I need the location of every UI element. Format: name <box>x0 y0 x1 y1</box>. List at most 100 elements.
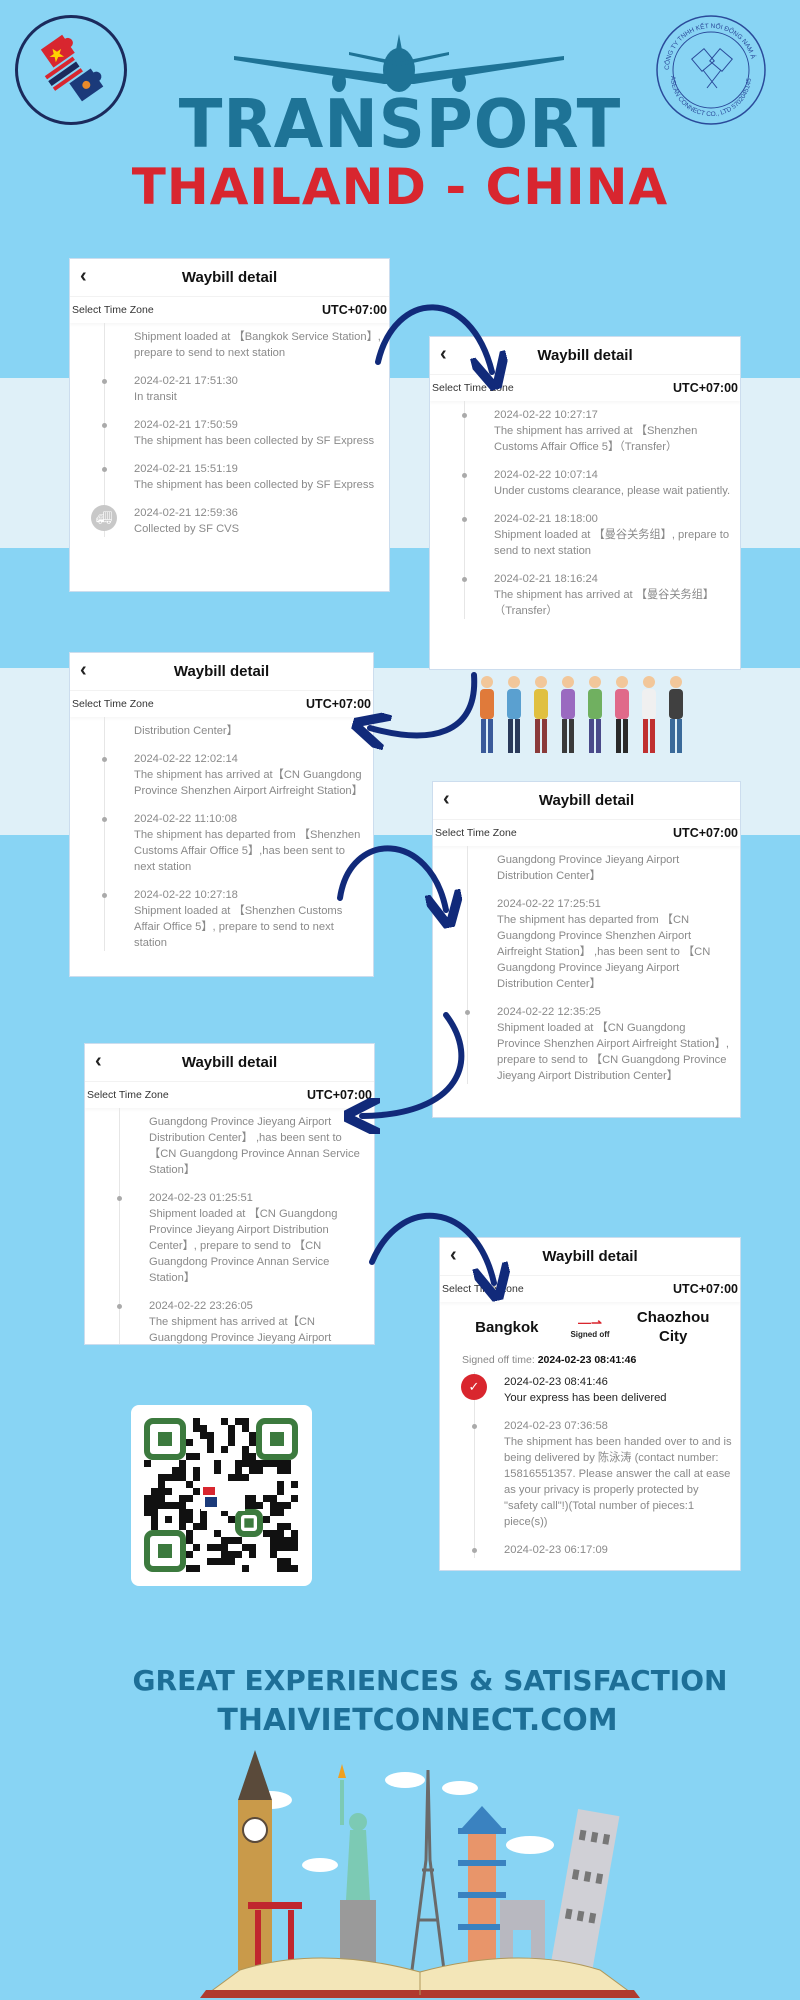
entry-text: Shipment loaded at 【CN Guangdong Provinc… <box>497 1022 729 1082</box>
qr-module <box>249 1467 256 1474</box>
qr-module <box>277 1530 284 1537</box>
tracking-timeline: ✓ 2024-02-23 08:41:46 Your express has b… <box>440 1372 740 1558</box>
qr-module <box>214 1530 221 1537</box>
back-chevron-icon[interactable]: ‹ <box>440 343 447 365</box>
back-chevron-icon[interactable]: ‹ <box>80 265 87 287</box>
qr-module <box>151 1502 158 1509</box>
timezone-selector[interactable]: Select Time Zone UTC+07:00 <box>70 691 373 717</box>
qr-module <box>186 1453 193 1460</box>
arrow-1 <box>375 304 492 372</box>
qr-module <box>172 1467 179 1474</box>
qr-module <box>158 1474 165 1481</box>
qr-module <box>277 1488 284 1495</box>
qr-module <box>249 1544 256 1551</box>
qr-module <box>186 1551 193 1558</box>
timeline-entry: 2024-02-21 17:50:59 The shipment has bee… <box>102 417 381 449</box>
entry-text: Under customs clearance, please wait pat… <box>494 485 731 497</box>
qr-module <box>214 1544 221 1551</box>
qr-module <box>207 1439 214 1446</box>
route-summary: Bangkok —⇀ Signed off Chaozhou City <box>440 1302 740 1348</box>
qr-module <box>165 1474 172 1481</box>
card-header: ‹ Waybill detail <box>70 259 389 297</box>
traveler-figure <box>615 676 629 753</box>
website-link[interactable]: THAIVIETCONNECT.COM <box>217 1703 618 1738</box>
pagoda <box>458 1806 506 1970</box>
open-book <box>200 1957 640 1998</box>
timeline-entry: 2024-02-22 12:35:25 Shipment loaded at 【… <box>465 1004 732 1084</box>
card-header: ‹ Waybill detail <box>430 337 740 375</box>
qr-module <box>151 1495 158 1502</box>
back-chevron-icon[interactable]: ‹ <box>80 659 87 681</box>
qr-module <box>186 1565 193 1572</box>
timeline-entry: Distribution Center】 <box>134 723 365 739</box>
entry-text: The shipment has been collected by SF Ex… <box>134 479 375 491</box>
qr-module <box>242 1502 249 1509</box>
qr-module <box>186 1537 193 1544</box>
arrow-5 <box>369 1212 494 1283</box>
qr-module <box>221 1551 228 1558</box>
entry-text: The shipment has departed from 【Shenzhen… <box>134 829 361 873</box>
qr-module <box>277 1565 284 1572</box>
back-chevron-icon[interactable]: ‹ <box>450 1244 457 1266</box>
title-thailand-china: THAILAND - CHINA <box>131 158 669 216</box>
traveler-figure <box>534 676 548 753</box>
qr-module <box>249 1495 256 1502</box>
timezone-value: UTC+07:00 <box>673 1282 738 1296</box>
qr-module <box>221 1418 228 1425</box>
qr-module <box>144 1495 151 1502</box>
qr-module <box>235 1537 242 1544</box>
qr-module <box>214 1467 221 1474</box>
qr-module <box>270 1502 277 1509</box>
qr-code[interactable] <box>131 1405 312 1586</box>
entry-time: 2024-02-23 06:17:09 <box>504 1544 608 1556</box>
card-header: ‹ Waybill detail <box>70 653 373 691</box>
qr-module <box>228 1558 235 1565</box>
qr-module <box>200 1425 207 1432</box>
timeline-entry: 2024-02-22 23:26:05 The shipment has arr… <box>117 1298 366 1344</box>
qr-module <box>221 1509 228 1516</box>
qr-module <box>284 1558 291 1565</box>
entry-time: 2024-02-22 10:07:14 <box>494 469 598 481</box>
qr-module <box>151 1523 158 1530</box>
qr-module <box>249 1432 256 1439</box>
entry-text: Shipment loaded at 【Bangkok Service Stat… <box>134 331 381 359</box>
timeline-dot-icon <box>462 517 467 522</box>
card-header: ‹ Waybill detail <box>85 1044 374 1082</box>
timeline-dot-icon <box>102 817 107 822</box>
qr-module <box>193 1488 200 1495</box>
qr-module <box>193 1523 200 1530</box>
timeline-dot-icon <box>462 473 467 478</box>
timeline-entry: 2024-02-23 01:25:51 Shipment loaded at 【… <box>117 1190 366 1286</box>
qr-module <box>263 1516 270 1523</box>
qr-module <box>284 1460 291 1467</box>
traveler-figure <box>561 676 575 753</box>
qr-module <box>256 1502 263 1509</box>
card-header: ‹ Waybill detail <box>440 1238 740 1276</box>
qr-module <box>249 1439 256 1446</box>
entry-time: 2024-02-22 23:26:05 <box>149 1300 253 1312</box>
qr-module <box>207 1432 214 1439</box>
back-chevron-icon[interactable]: ‹ <box>95 1050 102 1072</box>
qr-module <box>179 1502 186 1509</box>
timezone-selector[interactable]: Select Time Zone UTC+07:00 <box>70 297 389 323</box>
back-chevron-icon[interactable]: ‹ <box>443 788 450 810</box>
qr-module <box>270 1537 277 1544</box>
signed-off-value: 2024-02-23 08:41:46 <box>537 1354 637 1366</box>
tracking-timeline: Distribution Center】 2024-02-22 12:02:14… <box>70 717 373 951</box>
eiffel-tower <box>410 1769 446 1971</box>
timeline-entry: 2024-02-22 10:07:14 Under customs cleara… <box>462 467 732 499</box>
qr-module <box>158 1495 165 1502</box>
qr-module <box>277 1509 284 1516</box>
card-title: Waybill detail <box>537 347 633 364</box>
waybill-card-4: ‹ Waybill detail Select Time Zone UTC+07… <box>433 782 740 1117</box>
entry-time: 2024-02-21 18:18:00 <box>494 513 598 525</box>
qr-module <box>158 1502 165 1509</box>
timeline-dot-icon <box>102 423 107 428</box>
entry-time: 2024-02-21 17:50:59 <box>134 419 238 431</box>
qr-module <box>242 1474 249 1481</box>
waybill-card-5: ‹ Waybill detail Select Time Zone UTC+07… <box>85 1044 374 1344</box>
qr-module <box>284 1565 291 1572</box>
pisa-tower <box>550 1808 620 1974</box>
timezone-selector[interactable]: Select Time Zone UTC+07:00 <box>433 820 740 846</box>
qr-module <box>228 1439 235 1446</box>
